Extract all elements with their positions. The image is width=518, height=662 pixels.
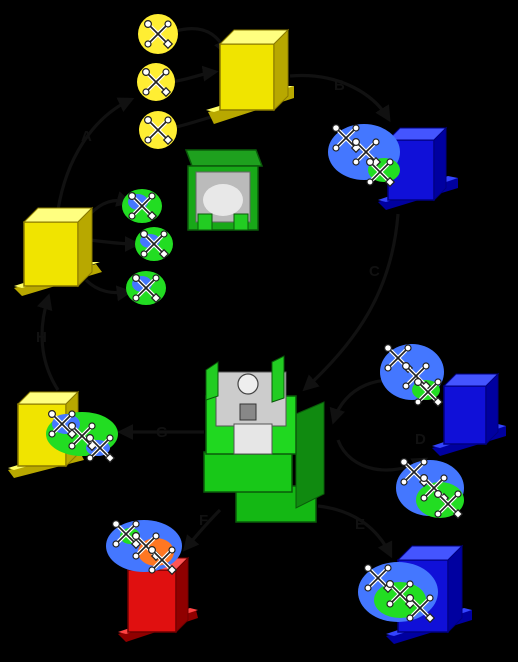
label-f: F	[199, 512, 208, 529]
tool-cluster-right-upper	[380, 342, 445, 409]
arrow-top-loop	[171, 27, 229, 57]
tool-cluster-bottom-right	[358, 562, 438, 625]
label-b: B	[334, 77, 345, 94]
label-d: D	[415, 431, 426, 448]
wrench-screwdriver-icon	[139, 111, 177, 149]
wrench-screwdriver-icon	[122, 189, 162, 223]
wrench-screwdriver-icon	[137, 63, 175, 101]
label-a: A	[81, 128, 92, 145]
green-processing-unit-icon	[203, 355, 325, 523]
arrow-f	[182, 508, 222, 552]
yellow-box-lower-left	[8, 390, 84, 478]
yellow-box-top	[206, 28, 294, 124]
yellow-box-left	[14, 206, 102, 296]
label-h: H	[36, 329, 47, 346]
label-g: G	[156, 424, 168, 441]
label-c: C	[369, 263, 380, 280]
stage-labels: A B C D E F G H	[36, 77, 426, 533]
arrow-c	[302, 213, 400, 392]
open-tray-icon	[184, 149, 264, 231]
tool-cluster-left	[46, 408, 118, 465]
arrow-tools-2	[169, 65, 219, 84]
arrow-e	[317, 504, 393, 559]
wrench-screwdriver-icon	[135, 227, 173, 261]
arrow-h	[37, 293, 60, 391]
wrench-screwdriver-icon	[126, 271, 166, 305]
blue-box-right	[432, 372, 506, 456]
arrow-left-2	[89, 235, 141, 252]
red-box	[118, 556, 198, 642]
tool-badges	[46, 14, 465, 625]
label-e: E	[355, 516, 365, 533]
tool-cluster-top-right	[328, 122, 400, 189]
arrow-left-3	[84, 278, 133, 302]
arrow-a	[56, 97, 135, 211]
tool-cluster-red	[106, 518, 182, 577]
tool-cluster-right-lower	[396, 456, 465, 521]
wrench-screwdriver-icon	[138, 14, 178, 54]
arrow-b	[289, 73, 391, 123]
